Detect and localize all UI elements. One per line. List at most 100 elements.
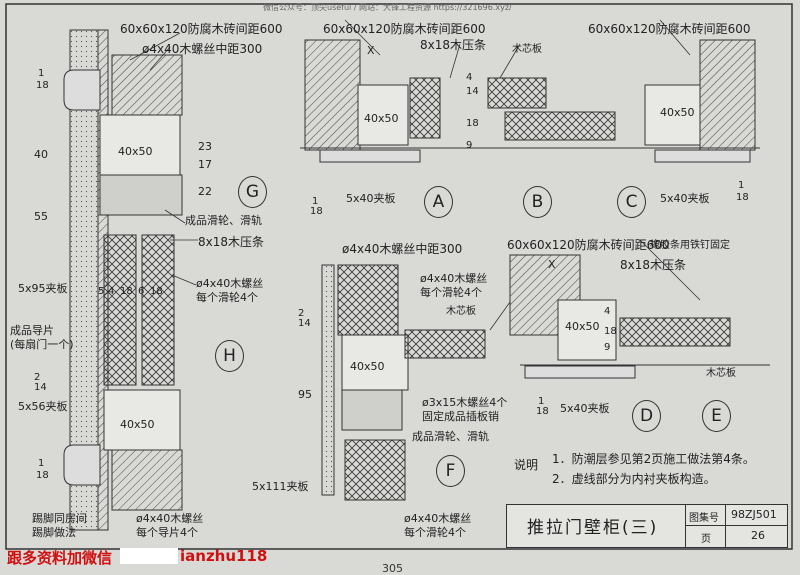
c-ply-5x40 xyxy=(654,149,751,163)
page-number: 26 xyxy=(751,529,765,542)
f-screw-3x15-label: ø3x15木螺丝4个 xyxy=(422,396,508,409)
d-ply-label: 5x40夹板 xyxy=(560,402,610,415)
g-wood-40x50 xyxy=(99,114,181,176)
h-wood-40x50 xyxy=(103,389,181,451)
section-e-bubble: E xyxy=(702,400,731,432)
dim-g-17: 17 xyxy=(198,158,212,171)
a-40x50-label: 40x50 xyxy=(364,112,399,125)
b-core-label: 木芯板 xyxy=(512,44,542,55)
c-40x50-label: 40x50 xyxy=(660,106,695,119)
d-spacing-label: 60x60x120防腐木砖间距600 xyxy=(507,238,670,252)
ref-mark-h-top: 1 xyxy=(38,458,45,469)
book-page-number: 305 xyxy=(382,562,403,575)
h-bottom-block xyxy=(111,449,183,511)
per-guide-label: 每个导片4个 xyxy=(136,526,198,539)
f-roller xyxy=(341,389,403,431)
dim-h-18b: 18 xyxy=(150,286,163,297)
ref-mark-a-bot: 18 xyxy=(310,206,323,217)
sheet-border xyxy=(5,3,793,550)
guide-label: 成品导片 xyxy=(10,324,54,337)
skirting-label-1: 踢脚同房间 xyxy=(32,512,87,525)
atlas-label: 图集号 xyxy=(689,513,719,524)
dim-a-18: 18 xyxy=(466,118,479,129)
d-strip-label: 8x18木压条 xyxy=(620,258,687,272)
g-spacing-label: 60x60x120防腐木砖间距600 xyxy=(120,22,283,36)
f-core-board xyxy=(404,329,486,359)
f-screw-300-label: ø4x40木螺丝中距300 xyxy=(342,242,463,256)
section-a-bubble: A xyxy=(424,186,453,218)
strip-8x18-label: 8x18木压条 xyxy=(198,235,265,249)
a-spacing-label: 60x60x120防腐木砖间距600 xyxy=(323,22,486,36)
dim-h-18a: 18 xyxy=(120,286,133,297)
h-base-profile xyxy=(63,444,101,486)
d-40x50-label: 40x50 xyxy=(565,320,600,333)
f-top-frame xyxy=(337,264,399,336)
g-top-block xyxy=(111,54,183,116)
a-wall xyxy=(304,39,361,151)
g-roller-track xyxy=(99,174,183,216)
dim-a-9: 9 xyxy=(466,140,473,151)
d-wall xyxy=(509,254,581,336)
section-g-bubble: G xyxy=(238,176,267,208)
dim-h-2: 2 xyxy=(34,372,41,383)
ref-mark-d-top: 1 xyxy=(538,396,545,407)
section-h-bubble: H xyxy=(215,340,244,372)
roller-track-label: 成品滑轮、滑轨 xyxy=(185,214,262,227)
f-door-bottom xyxy=(344,439,406,501)
c-wall xyxy=(699,39,756,151)
f-40x50-label: 40x50 xyxy=(350,360,385,373)
d-x-mark: X xyxy=(548,258,556,271)
c-ply-label: 5x40夹板 xyxy=(660,192,710,205)
section-b-bubble: B xyxy=(523,186,552,218)
d-wood-40x50 xyxy=(557,299,617,361)
dim-f-95: 95 xyxy=(298,388,312,401)
c-wood-40x50 xyxy=(644,84,701,146)
g-cap-profile xyxy=(63,69,101,111)
e-core-label: 木芯板 xyxy=(706,368,736,379)
note-1: 1．防潮层参见第2页施工做法第4条。 xyxy=(552,452,755,466)
page-label: 页 xyxy=(701,534,711,545)
ref-mark-a-top: 1 xyxy=(312,196,319,207)
ply-5x56-label: 5x56夹板 xyxy=(18,400,68,413)
redaction-box xyxy=(120,548,178,564)
b-panel-bottom xyxy=(504,111,616,141)
section-d-bubble: D xyxy=(632,400,661,432)
ref-mark-g-top: 1 xyxy=(38,68,45,79)
dim-f-14: 14 xyxy=(298,318,311,329)
a-ply-label: 5x40夹板 xyxy=(346,192,396,205)
atlas-number: 98ZJ501 xyxy=(731,508,777,521)
ref-mark-h-bot: 18 xyxy=(36,470,49,481)
f-roller-track-label: 成品滑轮、滑轨 xyxy=(412,430,489,443)
ref-mark-d-bot: 18 xyxy=(536,406,549,417)
d-rubber-label: 橡胶条用铁钉固定 xyxy=(650,240,730,251)
dim-g-55: 55 xyxy=(34,210,48,223)
dim-d-4: 4 xyxy=(604,306,611,317)
a-ply-5x40 xyxy=(319,149,421,163)
drawing-title: 推拉门壁柜(三) xyxy=(527,518,659,538)
dim-g-23: 23 xyxy=(198,140,212,153)
dim-g-40: 40 xyxy=(34,148,48,161)
dim-a-4: 4 xyxy=(466,72,473,83)
dim-g-22: 22 xyxy=(198,185,212,198)
dim-h-5: 5 xyxy=(98,286,105,297)
screw-guide-label: ø4x40木螺丝 xyxy=(136,512,204,525)
promo-text: 跟多资料加微信 xyxy=(7,549,113,567)
f-wall xyxy=(321,264,335,496)
a-door-edge xyxy=(409,77,441,139)
ply-5x111-label: 5x111夹板 xyxy=(252,480,309,493)
promo-id: ianzhu118 xyxy=(180,547,268,565)
skirting-label-2: 踢脚做法 xyxy=(32,526,76,539)
leader-lines xyxy=(129,19,701,331)
ref-mark-g-bot: 18 xyxy=(36,80,49,91)
f-core-label: 木芯板 xyxy=(446,306,476,317)
d-ply-5x40 xyxy=(524,365,636,379)
dim-f-2: 2 xyxy=(298,308,305,319)
f-screw-bottom-label: ø4x40木螺丝 xyxy=(404,512,472,525)
g-40x50-label: 40x50 xyxy=(118,145,153,158)
dim-a-14: 14 xyxy=(466,86,479,97)
f-per-roller-bottom-label: 每个滑轮4个 xyxy=(404,526,466,539)
ref-mark-c-bot: 18 xyxy=(736,192,749,203)
section-f-bubble: F xyxy=(436,455,465,487)
h-door-panel-left xyxy=(103,234,137,386)
